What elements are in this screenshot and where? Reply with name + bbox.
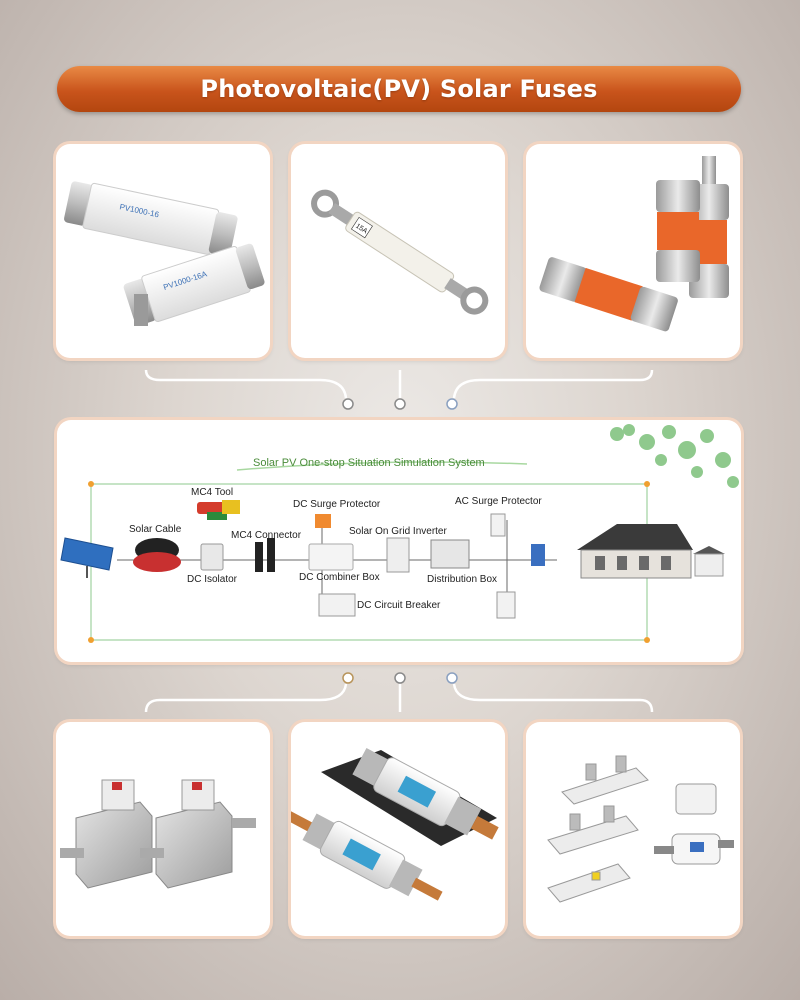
breaker-icon (496, 591, 516, 619)
dc-combiner-box-icon (308, 543, 354, 571)
fuse-bases-icon (547, 755, 734, 903)
product-card-fuse-base[interactable] (291, 722, 505, 936)
connector-dot (342, 672, 354, 684)
connector-dot (446, 672, 458, 684)
solar-cable-icon (133, 538, 181, 572)
connector-dot (342, 398, 354, 410)
diagram-drawing (60, 424, 739, 643)
label-mc4-connector: MC4 Connector (231, 530, 302, 541)
fuse-ferrule-icon (539, 156, 729, 332)
label-mc4-tool: MC4 Tool (191, 487, 234, 498)
product-card-fuse-bases-assortment[interactable] (526, 722, 740, 936)
inverter-icon (386, 537, 410, 573)
page-title: Photovoltaic(PV) Solar Fuses (200, 75, 598, 103)
product-card-ferrule-fuse[interactable] (526, 144, 740, 358)
dc-circuit-breaker-icon (318, 593, 356, 617)
fuse-base-icon (291, 747, 499, 901)
fuse-lead-icon: 15A (311, 189, 489, 315)
product-card-lead-fuse[interactable]: 15A (291, 144, 505, 358)
label-distribution-box: Distribution Box (427, 574, 498, 585)
label-dc-isolator: DC Isolator (187, 574, 238, 585)
mc4-tool-icon (197, 500, 240, 520)
fuse-holder-icon (60, 779, 256, 889)
house-icon (577, 524, 725, 579)
distribution-box-icon (430, 539, 470, 569)
label-ac-surge-protector: AC Surge Protector (455, 496, 542, 507)
dc-surge-protector-icon (315, 514, 331, 528)
solar-panel-icon (60, 537, 114, 578)
label-dc-circuit-breaker: DC Circuit Breaker (357, 600, 441, 611)
ac-surge-protector-icon (490, 513, 506, 537)
label-dc-combiner-box: DC Combiner Box (299, 572, 380, 583)
fuse-cartridge-icon: PV1000-16 PV1000-16A (64, 181, 265, 326)
product-card-fuse-holder[interactable] (56, 722, 270, 936)
clover-decoration (610, 424, 739, 488)
product-card-cylindrical-fuse[interactable]: PV1000-16 PV1000-16A (56, 144, 270, 358)
title-banner: Photovoltaic(PV) Solar Fuses (57, 66, 741, 112)
dc-isolator-icon (200, 543, 224, 571)
label-dc-surge-protector: DC Surge Protector (293, 499, 381, 510)
connector-dot (394, 398, 406, 410)
connector-dot (394, 672, 406, 684)
mc4-connector-icon (255, 538, 275, 572)
label-solar-cable: Solar Cable (129, 524, 182, 535)
label-solar-on-grid-inverter: Solar On Grid Inverter (349, 526, 447, 537)
connector-dot (446, 398, 458, 410)
diagram-title: Solar PV One-stop Situation Simulation S… (253, 457, 485, 469)
meter-icon (531, 544, 545, 566)
pv-system-diagram: Solar PV One-stop Situation Simulation S… (57, 420, 741, 662)
